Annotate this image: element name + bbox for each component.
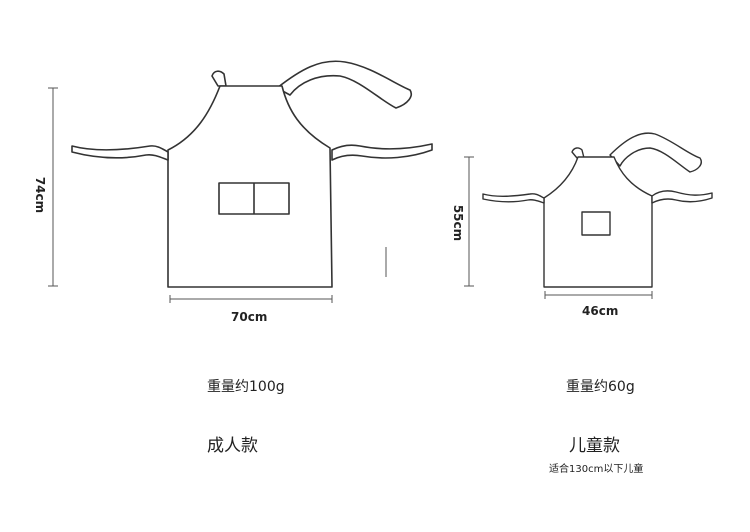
adult-neck-strap (276, 60, 412, 109)
adult-weight-label: 重量约100g (207, 379, 285, 395)
adult-right-waist-tie (331, 143, 433, 161)
child-pocket (581, 211, 611, 236)
child-age-note: 适合130cm以下儿童 (549, 464, 644, 475)
adult-height-label: 74cm (33, 176, 47, 214)
child-apron (482, 132, 713, 288)
child-width-dimension (544, 291, 653, 299)
adult-left-waist-tie (71, 145, 169, 161)
child-height-label: 55cm (451, 204, 465, 242)
adult-width-dimension (169, 295, 333, 303)
child-left-waist-tie (482, 193, 545, 204)
adult-width-label: 70cm (231, 310, 268, 324)
child-weight-label: 重量约60g (566, 379, 635, 395)
adult-apron (71, 60, 433, 288)
adult-left-loop (211, 70, 227, 87)
child-height-dimension (464, 156, 474, 287)
child-model-name: 儿童款 (569, 436, 620, 456)
child-right-waist-tie (651, 190, 713, 204)
adult-model-name: 成人款 (207, 436, 258, 456)
child-width-label: 46cm (582, 304, 619, 318)
child-neck-strap (609, 132, 702, 173)
adult-height-dimension (48, 87, 58, 287)
